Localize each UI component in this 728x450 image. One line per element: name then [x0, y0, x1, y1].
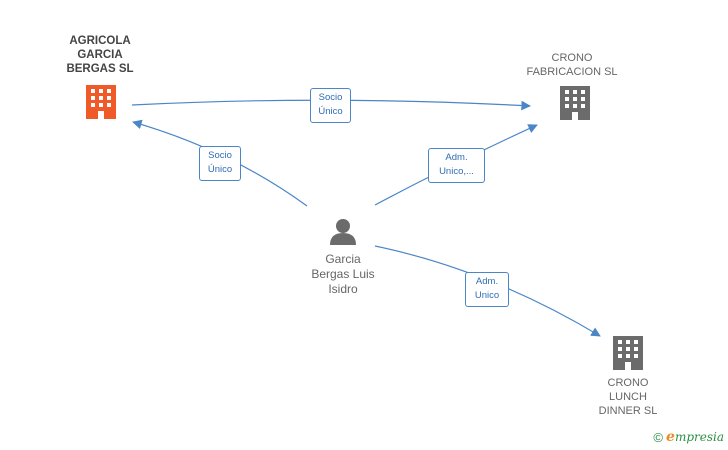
building-icon[interactable]	[86, 85, 116, 119]
edge-label-adm-unico[interactable]: Adm. Unico,...	[428, 148, 485, 183]
node-label-line: Garcia	[325, 252, 361, 266]
edge-label-line: Adm.	[475, 276, 499, 287]
building-icon[interactable]	[560, 86, 590, 120]
node-label-line: BERGAS SL	[66, 63, 134, 75]
node-label-line: Bergas Luis	[311, 267, 375, 281]
edge-label-socio-unico[interactable]: Socio Único	[199, 146, 241, 181]
brand-rest: mpresia	[674, 430, 724, 444]
edge-label-adm-unico[interactable]: Adm. Unico	[465, 272, 509, 307]
node-label-person[interactable]: Garcia Bergas Luis Isidro	[293, 252, 393, 297]
node-label-line: CRONO	[551, 52, 593, 64]
empresia-logo[interactable]: © empresia	[653, 429, 724, 445]
node-label-line: Isidro	[328, 282, 358, 296]
node-label-line: AGRICOLA	[69, 35, 131, 47]
edge-label-line: Único	[207, 164, 233, 175]
edge-label-line: Único	[318, 106, 343, 117]
node-label-line: GARCIA	[77, 49, 123, 61]
brand-initial: e	[666, 429, 675, 445]
node-label-line: LUNCH	[609, 391, 647, 403]
brand-name: empresia	[666, 429, 724, 445]
person-icon[interactable]	[330, 219, 356, 245]
node-label-line: CRONO	[607, 377, 649, 389]
edge-label-line: Socio	[208, 150, 232, 161]
building-icon[interactable]	[613, 336, 643, 370]
node-label-crono-fabricacion[interactable]: CRONO FABRICACION SL	[515, 51, 629, 79]
edge-label-line: Socio	[318, 92, 343, 103]
edge-label-line: Unico,...	[439, 166, 474, 177]
node-label-agricola-garcia-bergas[interactable]: AGRICOLA GARCIA BERGAS SL	[48, 34, 152, 76]
node-label-line: DINNER SL	[598, 405, 658, 417]
edge-label-socio-unico[interactable]: Socio Único	[310, 88, 351, 123]
node-label-crono-lunch[interactable]: CRONO LUNCH DINNER SL	[585, 376, 671, 418]
edge-label-line: Adm.	[445, 152, 468, 163]
node-label-line: FABRICACION SL	[526, 66, 618, 78]
edge-label-line: Unico	[474, 290, 500, 301]
copyright-symbol: ©	[653, 429, 664, 445]
